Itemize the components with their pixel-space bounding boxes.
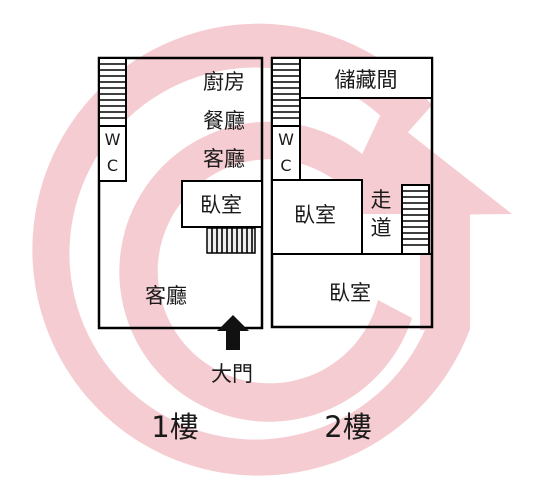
watermark-logo-icon [32, 23, 512, 476]
floor-2-bedroom-large-label: 臥室 [329, 281, 371, 305]
floor-1-label: 1樓 [151, 410, 198, 444]
floor-2-stairs-corridor [401, 184, 430, 255]
floor-1-stairs-lower [206, 227, 256, 254]
floor-2-wc [271, 125, 301, 181]
floor-1-stairs-top [98, 57, 127, 127]
floor-1-kitchen-label: 廚房 [203, 70, 245, 94]
floor-1-wc [98, 125, 127, 182]
floor-1-wc-c: C [107, 156, 118, 175]
floor-2-bedroom-small [271, 179, 363, 255]
floor-2-label: 2樓 [324, 410, 371, 444]
floor-1-living-upper-label: 客廳 [203, 147, 245, 171]
floor-2-corridor-label-1: 走 [371, 188, 392, 212]
entrance-arrow-icon [217, 315, 249, 350]
floor-2-bedroom-small-label: 臥室 [294, 203, 336, 227]
floor-2-wc-w: W [278, 130, 294, 149]
floor-2-corridor-label-2: 道 [371, 216, 392, 240]
floor-2-wc-c: C [280, 156, 291, 175]
floor-1-bedroom-label: 臥室 [200, 193, 242, 217]
floor-1-living-main-label: 客廳 [145, 284, 187, 308]
floor-2-plan: 儲藏間 W C 臥室 走 道 臥室 2樓 [270, 56, 434, 444]
floor-1-wc-w: W [105, 130, 121, 149]
floor-1-plan: W C 廚房 餐廳 客廳 臥室 客廳 大門 1樓 [97, 56, 264, 444]
floor-2-stairs-top [271, 57, 301, 127]
floor-1-bedroom [181, 180, 263, 228]
floor-2-storage [299, 57, 433, 99]
floor-1-entrance-label: 大門 [211, 362, 253, 386]
floor-2-storage-label: 儲藏間 [335, 68, 398, 92]
floor-1-dining-label: 餐廳 [203, 109, 245, 133]
